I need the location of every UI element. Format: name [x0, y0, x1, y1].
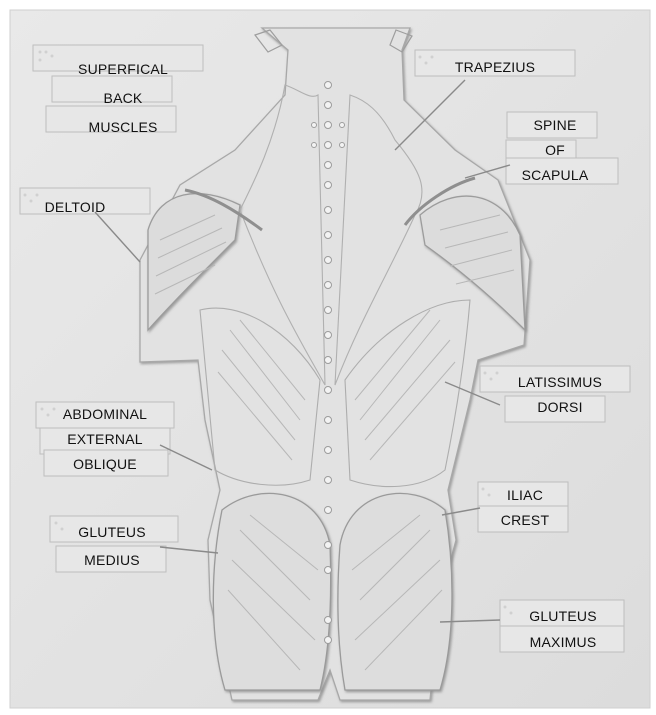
- label-iliac-crest: ILIAC CREST: [485, 483, 565, 533]
- label-line: BACK: [58, 86, 188, 111]
- label-line: GLUTEUS: [57, 518, 167, 546]
- label-line: OF: [510, 138, 600, 163]
- label-line: EXTERNAL: [42, 427, 168, 452]
- label-line: TRAPEZIUS: [440, 55, 550, 80]
- label-line: MEDIUS: [57, 546, 167, 574]
- label-line: CREST: [485, 508, 565, 533]
- gluteus-left-shape: [213, 493, 330, 690]
- label-line: OBLIQUE: [42, 452, 168, 477]
- label-line: ILIAC: [485, 483, 565, 508]
- gluteus-right-shape: [338, 493, 452, 690]
- label-trapezius: TRAPEZIUS: [440, 55, 550, 80]
- label-spine-of-scapula: SPINE OF SCAPULA: [510, 113, 600, 188]
- label-line: DORSI: [495, 395, 625, 420]
- label-line: ABDOMINAL: [42, 402, 168, 427]
- label-latissimus-dorsi: LATISSIMUS DORSI: [495, 370, 625, 420]
- label-abdominal-external-oblique: ABDOMINAL EXTERNAL OBLIQUE: [42, 402, 168, 477]
- label-line: LATISSIMUS: [495, 370, 625, 395]
- label-gluteus-medius: GLUTEUS MEDIUS: [57, 518, 167, 574]
- label-line: SCAPULA: [510, 163, 600, 188]
- label-superficial-back-muscles: SUPERFICAL BACK MUSCLES: [58, 57, 188, 140]
- label-line: DELTOID: [20, 195, 130, 220]
- label-line: SPINE: [510, 113, 600, 138]
- label-gluteus-maximus: GLUTEUS MAXIMUS: [508, 603, 618, 655]
- label-line: MAXIMUS: [508, 629, 618, 655]
- label-line: GLUTEUS: [508, 603, 618, 629]
- label-line: MUSCLES: [58, 115, 188, 140]
- label-line: SUPERFICAL: [58, 57, 188, 82]
- label-deltoid: DELTOID: [20, 195, 130, 220]
